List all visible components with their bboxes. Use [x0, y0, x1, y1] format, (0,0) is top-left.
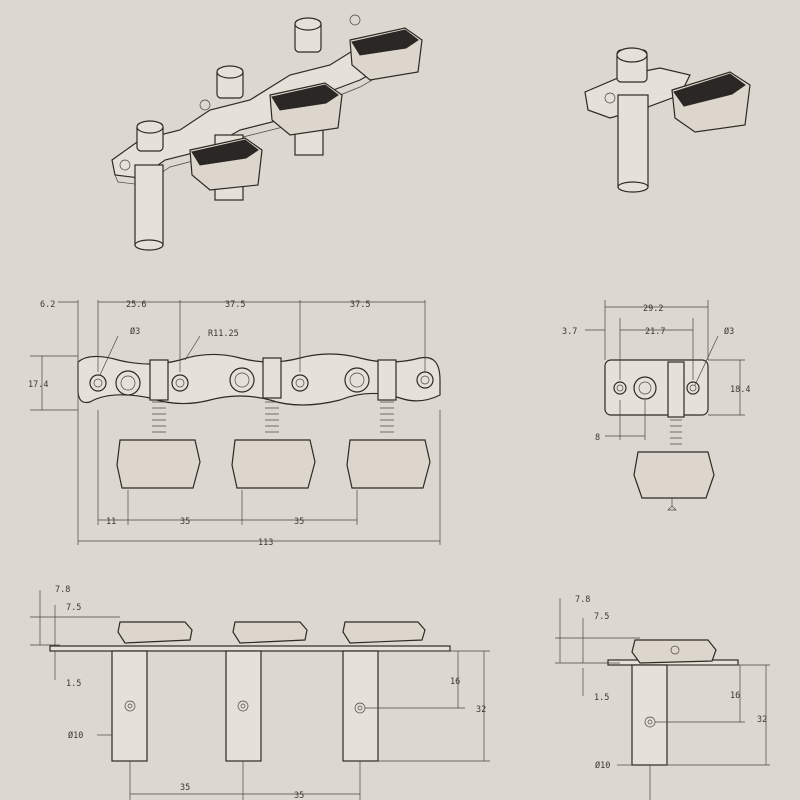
single-side-dim-32: 32	[757, 715, 767, 725]
front-view-three-tuner: 6.2 25.6 37.5 37.5 Ø3 R11.25 17.4 11 35 …	[28, 300, 441, 548]
single-side-dim-7-8: 7.8	[575, 595, 590, 605]
single-side-dim-1-5: 1.5	[594, 693, 609, 703]
isometric-three-tuner-view	[111, 14, 423, 251]
dim-8: 8	[595, 433, 600, 443]
front-view-single-tuner: 29.2 21.7 3.7 Ø3 18.4 8	[562, 300, 750, 511]
dim-21-7: 21.7	[645, 327, 665, 337]
single-hole-diameter-label: Ø3	[724, 326, 734, 337]
side-view-three-tuner: 7.8 7.5 1.5 16 32 Ø10 35 35	[30, 585, 490, 800]
dim-25-6: 25.6	[126, 300, 146, 310]
dim-18-4: 18.4	[730, 385, 750, 395]
side-dim-32: 32	[476, 705, 486, 715]
dim-3-7: 3.7	[562, 327, 577, 337]
dim-37-5-left: 37.5	[225, 300, 245, 310]
side-diameter-label: Ø10	[68, 730, 83, 741]
side-dim-1-5: 1.5	[66, 679, 81, 689]
radius-label: R11.25	[208, 329, 239, 339]
side-dim-7-5: 7.5	[66, 603, 81, 613]
dim-113-overall: 113	[258, 538, 273, 548]
dim-6-2: 6.2	[40, 300, 55, 310]
dim-11: 11	[106, 517, 116, 527]
dim-35-right: 35	[294, 517, 304, 527]
side-view-single-tuner: 7.8 7.5 1.5 16 32 Ø10	[555, 595, 770, 800]
single-side-dim-7-5: 7.5	[594, 612, 609, 622]
side-dim-16: 16	[450, 677, 460, 687]
side-spacing-left: 35	[180, 783, 190, 793]
side-spacing-right: 35	[294, 791, 304, 800]
dim-37-5-right: 37.5	[350, 300, 370, 310]
dim-35-left: 35	[180, 517, 190, 527]
single-side-dim-16: 16	[730, 691, 740, 701]
single-side-diameter-label: Ø10	[595, 760, 610, 771]
dim-17-4: 17.4	[28, 380, 48, 390]
isometric-single-tuner-view	[584, 47, 751, 193]
dim-29-2: 29.2	[643, 304, 663, 314]
hole-diameter-label: Ø3	[130, 326, 140, 337]
side-dim-7-8: 7.8	[55, 585, 70, 595]
